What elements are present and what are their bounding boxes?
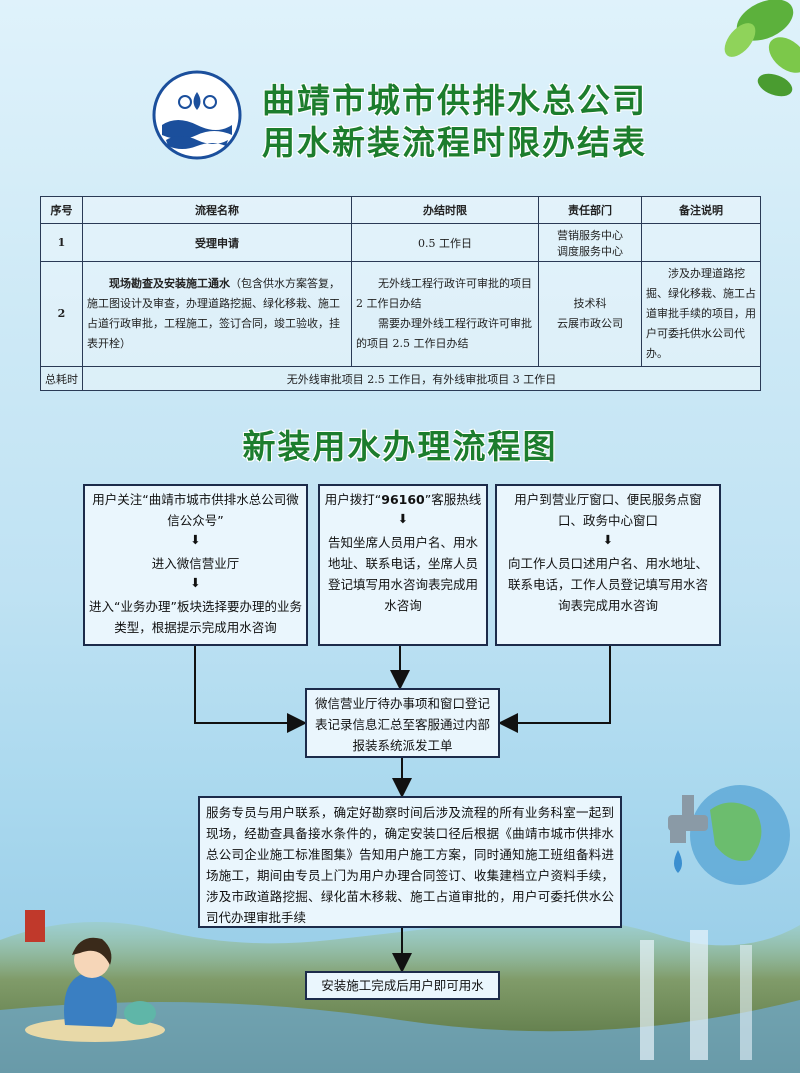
department-line: 云展市政公司 (557, 317, 623, 330)
flow-box-counter: 用户到营业厅窗口、便民服务点窗口、政务中心窗口 ⬇ 向工作人员口述用户名、用水地… (495, 484, 721, 646)
process-name-detail: （包含供水方案答复，施工图设计及审查，办理道路挖掘、绿化移栽、施工占道行政审批，… (87, 277, 340, 350)
row-number: 2 (40, 261, 83, 367)
department-line: 营销服务中心 (557, 228, 623, 242)
arrow-down-icon: ⬇ (190, 575, 201, 590)
row-process-name: 现场勘查及安装施工通水（包含供水方案答复，施工图设计及审查，办理道路挖掘、绿化移… (82, 261, 352, 367)
row-time-limit: 无外线工程行政许可审批的项目 2 工作日办结 需要办理外线工程行政许可审批的项目… (351, 261, 539, 367)
flow-box-hotline: 用户拨打“96160”客服热线 ⬇ 告知坐席人员用户名、用水地址、联系电话，坐席… (318, 484, 488, 646)
row-department: 技术科 云展市政公司 (538, 261, 642, 367)
flow-box-complete: 安装施工完成后用户即可用水 (305, 971, 500, 1000)
row-number: 1 (40, 223, 83, 262)
table-header-row: 序号 流程名称 办结时限 责任部门 备注说明 (40, 196, 761, 224)
wechat-step-business: 进入“业务办理”板块选择要办理的业务类型，根据提示完成用水咨询 (89, 599, 302, 635)
arrow-down-icon: ⬇ (602, 532, 614, 547)
department-line: 调度服务中心 (557, 244, 623, 258)
hotline-number: 96160 (381, 492, 425, 507)
process-name-bold: 现场勘查及安装施工通水 (109, 277, 230, 290)
row-remarks: 涉及办理道路挖掘、绿化移栽、施工占道审批手续的项目，用户可委托供水公司代办。 (641, 261, 761, 367)
complete-text: 安装施工完成后用户即可用水 (321, 978, 484, 993)
company-logo (152, 70, 242, 160)
department-line: 技术科 (573, 297, 607, 310)
row-process-name: 受理申请 (82, 223, 352, 262)
col-header-department: 责任部门 (538, 196, 642, 224)
col-header-process: 流程名称 (82, 196, 352, 224)
hotline-text-post: ”客服热线 (424, 492, 482, 507)
time-limit-line: 需要办理外线工程行政许可审批的项目 2.5 工作日办结 (356, 317, 532, 350)
total-label: 总耗时 (40, 366, 83, 391)
page-title-line1: 曲靖市城市供排水总公司 (262, 81, 647, 120)
page-title-line2: 用水新装流程时限办结表 (262, 123, 647, 162)
flow-box-wechat: 用户关注“曲靖市城市供排水总公司微信公众号” ⬇ 进入微信营业厅 ⬇ 进入“业务… (83, 484, 308, 646)
time-limit-line: 无外线工程行政许可审批的项目 2 工作日办结 (356, 277, 532, 310)
table-total-row: 总耗时 无外线审批项目 2.5 工作日，有外线审批项目 3 工作日 (40, 366, 761, 391)
col-header-remarks: 备注说明 (641, 196, 761, 224)
survey-construction-text: 服务专员与用户联系，确定好勘察时间后涉及流程的所有业务科室一起到现场，经勘查具备… (206, 805, 614, 925)
flowchart-title: 新装用水办理流程图 (242, 427, 558, 466)
table-row: 2 现场勘查及安装施工通水（包含供水方案答复，施工图设计及审查，办理道路挖掘、绿… (40, 261, 761, 367)
flow-box-survey-construction: 服务专员与用户联系，确定好勘察时间后涉及流程的所有业务科室一起到现场，经勘查具备… (198, 796, 622, 928)
wechat-step-follow: 用户关注“曲靖市城市供排水总公司微信公众号” (92, 492, 299, 528)
arrow-down-icon: ⬇ (190, 532, 201, 547)
water-globe-faucet (668, 785, 790, 885)
table-row: 1 受理申请 0.5 工作日 营销服务中心 调度服务中心 (40, 223, 761, 262)
row-department: 营销服务中心 调度服务中心 (538, 223, 642, 262)
timeline-table: 序号 流程名称 办结时限 责任部门 备注说明 1 受理申请 0.5 工作日 营销… (40, 196, 761, 391)
total-value: 无外线审批项目 2.5 工作日，有外线审批项目 3 工作日 (82, 366, 761, 391)
row-remarks (641, 223, 761, 262)
leaves-decoration (724, 0, 800, 97)
hotline-text-pre: 用户拨打“ (324, 492, 382, 507)
flow-box-dispatch: 微信营业厅待办事项和窗口登记表记录信息汇总至客服通过内部报装系统派发工单 (305, 688, 500, 758)
counter-step-visit: 用户到营业厅窗口、便民服务点窗口、政务中心窗口 (514, 492, 702, 528)
col-header-time-limit: 办结时限 (351, 196, 539, 224)
counter-step-inform: 向工作人员口述用户名、用水地址、联系电话，工作人员登记填写用水咨询表完成用水咨询 (507, 556, 708, 613)
hotline-step-call: 用户拨打“96160”客服热线 (324, 489, 482, 510)
hotline-step-inform: 告知坐席人员用户名、用水地址、联系电话，坐席人员登记填写用水咨询表完成用水咨询 (327, 535, 478, 613)
col-header-number: 序号 (40, 196, 83, 224)
row-time-limit: 0.5 工作日 (351, 223, 539, 262)
dispatch-text: 微信营业厅待办事项和窗口登记表记录信息汇总至客服通过内部报装系统派发工单 (314, 696, 490, 753)
cartoon-character (25, 910, 165, 1042)
arrow-down-icon: ⬇ (397, 511, 409, 526)
wechat-step-enter-hall: 进入微信营业厅 (151, 556, 240, 571)
